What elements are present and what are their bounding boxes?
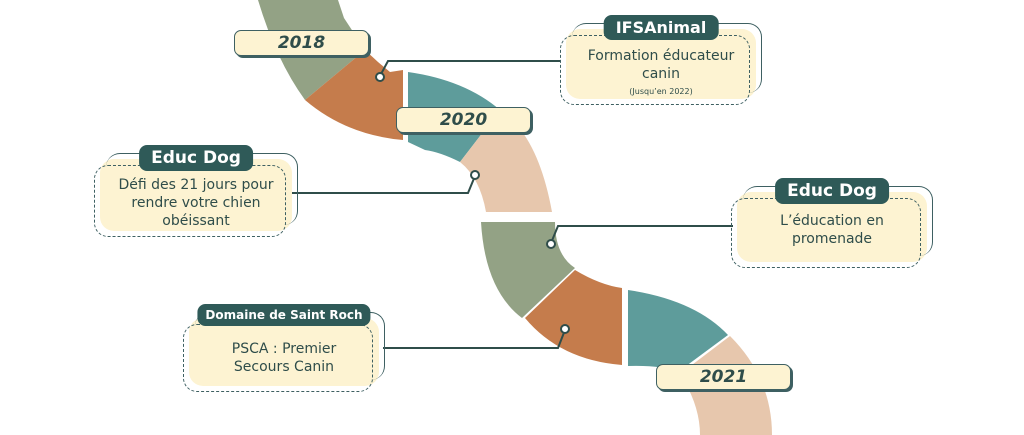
- year-label-2018: 2018: [234, 30, 369, 56]
- event-card-ifsanimal: IFSAnimal Formation éducateur canin (Jus…: [560, 15, 762, 105]
- ribbon-segment-terracotta-2: [525, 270, 622, 365]
- ribbon-segment-teal-2: [628, 290, 728, 372]
- connector-saint-roch: [383, 324, 570, 349]
- event-card-text: Formation éducateur canin: [587, 48, 735, 82]
- event-card-text: Défi des 21 jours pour rendre votre chie…: [118, 177, 274, 229]
- event-card-title: Domaine de Saint Roch: [197, 304, 371, 326]
- event-card-educ-dog-defi: Educ Dog Défi des 21 jours pour rendre v…: [94, 145, 298, 237]
- connector-educ-dog-1: [292, 170, 480, 194]
- event-card-title: IFSAnimal: [603, 15, 719, 40]
- event-card-educ-dog-promenade: Educ Dog L’éducation en promenade: [731, 178, 933, 268]
- year-label-2020: 2020: [396, 107, 531, 133]
- ribbon-segment-sand-1: [460, 110, 552, 212]
- event-card-text: L’éducation en promenade: [780, 213, 884, 247]
- event-card-title: Educ Dog: [139, 145, 253, 171]
- event-card-text: PSCA : Premier Secours Canin: [231, 341, 337, 375]
- event-card-saint-roch: Domaine de Saint Roch PSCA : Premier Sec…: [183, 304, 385, 392]
- connector-educ-dog-2: [546, 225, 733, 249]
- event-card-note: (Jusqu’en 2022): [629, 87, 693, 96]
- connector-ifsanimal: [375, 60, 560, 82]
- event-card-title: Educ Dog: [775, 178, 889, 204]
- year-label-2021: 2021: [656, 364, 791, 390]
